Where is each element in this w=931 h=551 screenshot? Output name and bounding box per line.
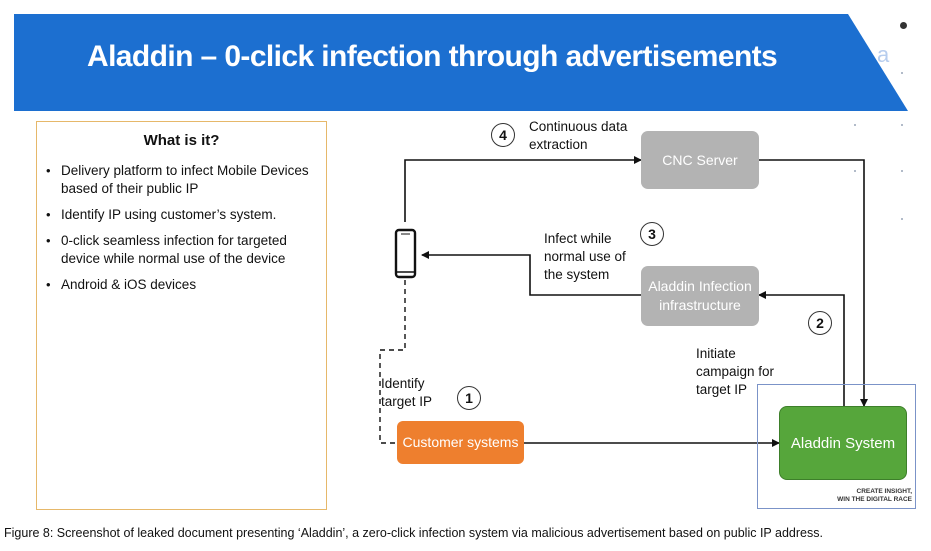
corner-dot [900, 22, 907, 29]
header-corner-letter: a [877, 42, 890, 67]
slide-title: Aladdin – 0-click infection through adve… [87, 40, 778, 73]
arrow-infra-to-device [421, 251, 641, 296]
tagline-line: WIN THE DIGITAL RACE [837, 496, 912, 503]
decorative-dot [901, 124, 903, 126]
slide: Aladdin – 0-click infection through adve… [14, 10, 918, 520]
decorative-dot [901, 218, 903, 220]
info-list: • Delivery platform to infect Mobile Devi… [45, 162, 317, 302]
info-list-item: • Android & iOS devices [45, 276, 317, 294]
arrow-cnc-to-system [759, 159, 868, 407]
smartphone-icon [394, 228, 417, 279]
info-list-item: • 0-click seamless infection for targeted… [45, 232, 317, 268]
info-box-title: What is it? [143, 132, 220, 149]
step-4-number: 4 [491, 123, 515, 147]
bullet-icon: • [46, 207, 51, 222]
arrow-system-to-infra [758, 291, 845, 406]
customer-systems-node: Customer systems [397, 421, 524, 464]
step-1-label: Identify target IP [381, 376, 433, 409]
figure-caption: Figure 8: Screenshot of leaked document … [4, 526, 823, 540]
arrow-device-to-cnc [404, 156, 642, 222]
decorative-dot [854, 124, 856, 126]
info-item-text: Android & iOS devices [61, 277, 197, 292]
info-item-text: Identify IP using customer’s system. [61, 207, 277, 222]
slide-header [14, 14, 918, 111]
dashed-link-device-to-customer [379, 280, 406, 444]
step-3-number: 3 [640, 222, 664, 246]
flow-arrows [379, 156, 868, 447]
header-corner-decoration [848, 14, 918, 111]
tagline-line: CREATE INSIGHT, [856, 488, 913, 495]
step-2-number: 2 [808, 311, 832, 335]
info-list-item: • Delivery platform to infect Mobile Devi… [45, 162, 317, 198]
step-3-label: Infect while normal use of the system [544, 231, 626, 282]
info-item-text: 0-click seamless infection for targeted … [61, 233, 287, 266]
decorative-dot [854, 170, 856, 172]
bullet-icon: • [46, 233, 51, 248]
step-1-number: 1 [457, 386, 481, 410]
info-box: What is it? • Delivery platform to infect… [36, 121, 327, 510]
bullet-icon: • [46, 163, 51, 178]
step-4-label: Continuous data extraction [529, 119, 628, 152]
aladdin-system-frame [757, 384, 916, 509]
step-2-label: Initiate campaign for target IP [696, 346, 775, 397]
infection-infrastructure-node: Aladdin Infection infrastructure [641, 266, 759, 326]
bullet-icon: • [46, 277, 51, 292]
frame-tagline: CREATE INSIGHT, WIN THE DIGITAL RACE [784, 488, 912, 504]
cnc-server-node: CNC Server [641, 131, 759, 189]
info-list-item: • Identify IP using customer’s system. [45, 206, 317, 224]
decorative-dot [901, 72, 903, 74]
decorative-dot [901, 170, 903, 172]
aladdin-system-node: Aladdin System [779, 406, 907, 480]
info-item-text: Delivery platform to infect Mobile Devic… [61, 163, 309, 196]
